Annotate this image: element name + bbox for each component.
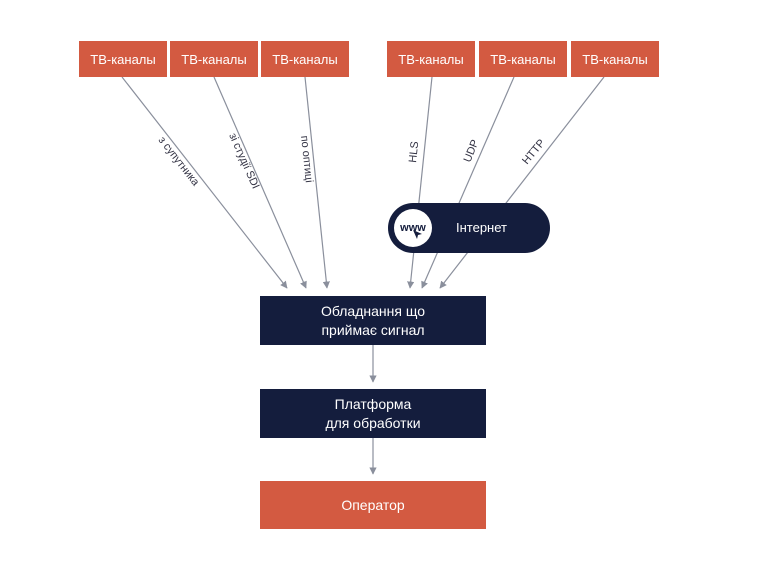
- tv-channels-label: ТВ-каналы: [490, 51, 556, 67]
- receiver-equipment-box: Обладнання що приймає сигнал: [260, 296, 486, 345]
- cursor-arrow-icon: [413, 230, 422, 239]
- operator-label: Оператор: [341, 497, 405, 513]
- udp-edge-label: UDP: [462, 138, 482, 164]
- hls-edge-label: HLS: [407, 141, 421, 164]
- tv-channels-box-left-1: ТВ-каналы: [79, 41, 167, 77]
- tv-channels-label: ТВ-каналы: [90, 51, 156, 67]
- operator-box: Оператор: [260, 481, 486, 529]
- tv-channels-label: ТВ-каналы: [582, 51, 648, 67]
- http-edge-label: HTTP: [520, 137, 548, 167]
- internet-label: Інтернет: [456, 220, 507, 235]
- www-globe-icon: www: [394, 209, 432, 247]
- optics-connector: [304, 76, 330, 289]
- studio-sdi-edge-label: зі студії SDI: [226, 131, 261, 190]
- satellite-connector: [121, 76, 288, 289]
- processing-platform-box: Платформа для обработки: [260, 389, 486, 438]
- tv-channels-label: ТВ-каналы: [272, 51, 338, 67]
- optics-edge-label: по оптиці: [298, 135, 315, 183]
- receiver-label-line2: приймає сигнал: [321, 321, 425, 338]
- tv-channels-box-right-2: ТВ-каналы: [479, 41, 567, 77]
- hls-connector: [407, 76, 433, 289]
- tv-channels-box-left-2: ТВ-каналы: [170, 41, 258, 77]
- platform-label-line2: для обработки: [325, 414, 421, 431]
- satellite-edge-label: з супутника: [156, 134, 202, 189]
- studio-sdi-connector: [213, 76, 307, 289]
- tv-channels-label: ТВ-каналы: [398, 51, 464, 67]
- tv-channels-box-right-3: ТВ-каналы: [571, 41, 659, 77]
- platform-label-line1: Платформа: [334, 395, 412, 412]
- http-connector: [439, 76, 605, 289]
- udp-connector: [421, 76, 515, 289]
- internet-node: www Інтернет: [388, 203, 550, 253]
- www-icon-text: www: [400, 222, 426, 234]
- tv-channels-label: ТВ-каналы: [181, 51, 247, 67]
- tv-channels-box-left-3: ТВ-каналы: [261, 41, 349, 77]
- tv-channels-box-right-1: ТВ-каналы: [387, 41, 475, 77]
- receiver-label-line1: Обладнання що: [320, 302, 425, 319]
